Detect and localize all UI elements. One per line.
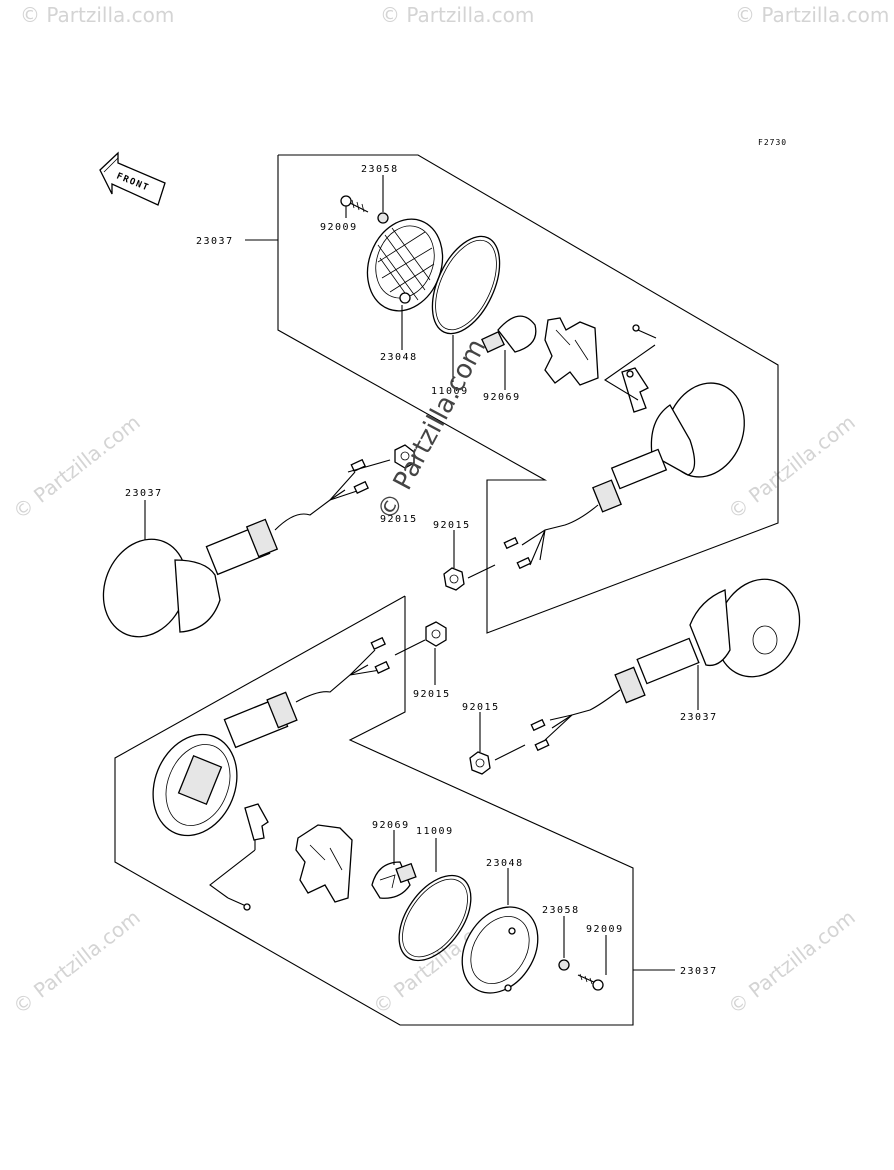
turn-signal-right	[530, 578, 801, 752]
watermark-text: © Partzilla.com	[8, 410, 144, 524]
front-arrow-icon: FRONT	[99, 151, 166, 206]
nut-92015-c	[425, 621, 447, 647]
watermark-text: © Partzilla.com	[723, 905, 859, 1019]
lens-23048-top	[366, 218, 444, 312]
bulb-92069-top	[481, 315, 537, 354]
nut-92015-a	[394, 444, 415, 469]
callout-92015-b: 92015	[433, 520, 471, 531]
callout-labels: 23058 92009 23037 23048 11009 92069 2303…	[125, 164, 718, 977]
callout-92015-a: 92015	[380, 514, 418, 525]
background-watermarks: © Partzilla.com © Partzilla.com © Partzi…	[8, 3, 889, 1019]
socket-bracket-bottom	[295, 824, 353, 903]
terminal-bracket-top	[621, 367, 649, 413]
turn-signal-left	[102, 458, 369, 638]
lamp-housing-bottom	[152, 636, 390, 837]
callout-92015-c: 92015	[413, 689, 451, 700]
callout-92069-top: 92069	[483, 392, 521, 403]
nut-23058-bot	[558, 959, 570, 971]
callout-23037-bot: 23037	[680, 966, 718, 977]
terminal-bracket-bottom	[244, 803, 269, 841]
socket-bracket-top	[544, 317, 599, 386]
watermark-text: © Partzilla.com	[735, 3, 889, 27]
callout-23048-top: 23048	[380, 352, 418, 363]
gasket-11009-bot	[398, 874, 472, 962]
watermark-text: © Partzilla.com	[8, 905, 144, 1019]
bulb-92069-bot	[371, 861, 417, 899]
callout-92015-d: 92015	[462, 702, 500, 713]
screw-top-right	[632, 324, 657, 339]
callout-23058-top: 23058	[361, 164, 399, 175]
screw-92009-bot	[577, 973, 604, 991]
callout-23037-top: 23037	[196, 236, 234, 247]
turn-signal-top-right	[503, 382, 745, 570]
assembly-boundary-bottom	[114, 595, 634, 1026]
callout-23037-right: 23037	[680, 712, 718, 723]
callout-23037-left: 23037	[125, 488, 163, 499]
leader-lines	[144, 175, 699, 975]
screw-bottom-left	[227, 897, 251, 911]
callout-92009-top: 92009	[320, 222, 358, 233]
watermark-text: © Partzilla.com	[380, 3, 534, 27]
assembly-boundary-top	[277, 154, 779, 634]
watermark-text: © Partzilla.com	[20, 3, 174, 27]
screw-92009-top	[340, 195, 369, 213]
gasket-11009-top	[431, 235, 501, 335]
nut-92015-d	[469, 751, 491, 775]
callout-92069-bot: 92069	[372, 820, 410, 831]
figure-code: F2730	[758, 138, 787, 147]
nut-92015-b	[443, 567, 465, 591]
lens-23048-bot	[461, 906, 539, 994]
callout-23058-bot: 23058	[542, 905, 580, 916]
nut-23058-top	[377, 212, 389, 224]
callout-92009-bot: 92009	[586, 924, 624, 935]
callout-11009-top: 11009	[431, 386, 469, 397]
callout-11009-bot: 11009	[416, 826, 454, 837]
callout-23048-bot: 23048	[486, 858, 524, 869]
